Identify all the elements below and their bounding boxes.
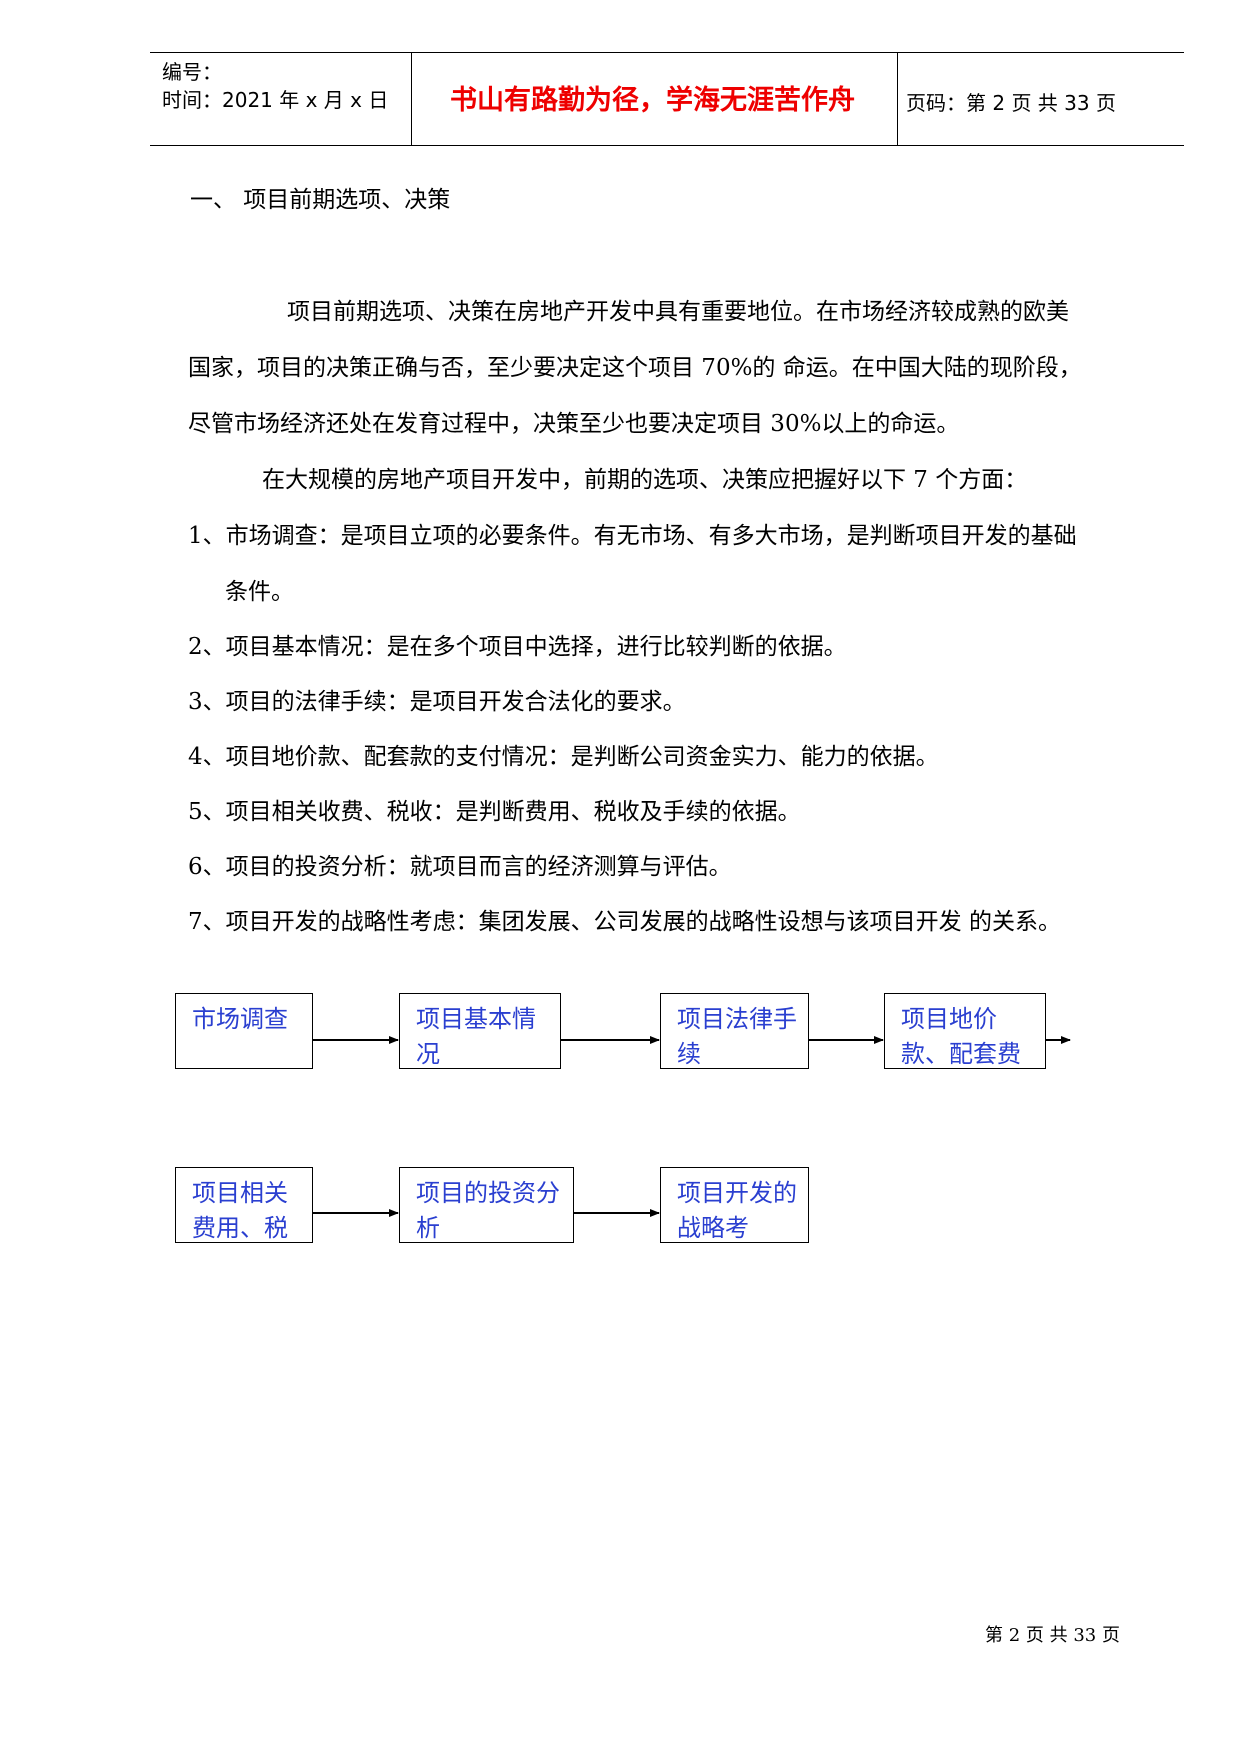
flow-box-fees-taxes: 项目相关费用、税 — [175, 1167, 313, 1243]
header-number-label: 编号： — [162, 60, 222, 84]
flow-box-strategy: 项目开发的战略考 — [660, 1167, 809, 1243]
header-motto: 书山有路勤为径，学海无涯苦作舟 — [450, 85, 855, 116]
flow-box-label: 项目法律手续 — [677, 1005, 797, 1068]
section-title: 一、 项目前期选项、决策 — [190, 187, 451, 213]
header-page-label: 页码：第 2 页 共 33 页 — [906, 91, 1116, 115]
flow-box-legal-procedures: 项目法律手续 — [660, 993, 809, 1069]
flow-box-project-basics: 项目基本情况 — [399, 993, 561, 1069]
flow-box-label: 项目开发的战略考 — [677, 1179, 797, 1242]
paragraph-2: 在大规模的房地产项目开发中，前期的选项、决策应把握好以下 7 个方面： — [262, 467, 1028, 493]
list-item-3: 3、项目的法律手续：是项目开发合法化的要求。 — [188, 689, 686, 715]
list-item-5: 5、项目相关收费、税收：是判断费用、税收及手续的依据。 — [188, 799, 801, 825]
list-item-1-continuation: 条件。 — [225, 579, 294, 605]
header-time-label: 时间：2021 年 x 月 x 日 — [162, 88, 389, 112]
paragraph-1-line-3: 尽管市场经济还处在发育过程中，决策至少也要决定项目 30%以上的命运。 — [188, 411, 960, 437]
flow-box-label: 项目的投资分析 — [416, 1179, 560, 1242]
header-top-rule — [150, 52, 1184, 53]
header-divider-left — [411, 52, 412, 145]
flow-box-label: 项目相关费用、税 — [192, 1179, 288, 1242]
list-item-2: 2、项目基本情况：是在多个项目中选择，进行比较判断的依据。 — [188, 634, 847, 660]
footer-page-number: 第 2 页 共 33 页 — [985, 1625, 1120, 1646]
flow-box-land-price: 项目地价款、配套费用 — [884, 993, 1046, 1069]
flow-box-label: 项目地价款、配套费用 — [901, 1005, 1021, 1068]
paragraph-1-line-2: 国家，项目的决策正确与否，至少要决定这个项目 70%的 命运。在中国大陆的现阶段… — [188, 355, 1082, 381]
list-item-6: 6、项目的投资分析：就项目而言的经济测算与评估。 — [188, 854, 732, 880]
list-item-4: 4、项目地价款、配套款的支付情况：是判断公司资金实力、能力的依据。 — [188, 744, 939, 770]
flow-box-label: 市场调查 — [192, 1005, 288, 1033]
flow-box-investment-analysis: 项目的投资分析 — [399, 1167, 574, 1243]
paragraph-1-line-1: 项目前期选项、决策在房地产开发中具有重要地位。在市场经济较成熟的欧美 — [287, 299, 1069, 325]
list-item-7: 7、项目开发的战略性考虑：集团发展、公司发展的战略性设想与该项目开发 的关系。 — [188, 909, 1061, 935]
flow-box-label: 项目基本情况 — [416, 1005, 536, 1068]
header-bottom-rule — [150, 145, 1184, 146]
flow-box-market-research: 市场调查 — [175, 993, 313, 1069]
header-divider-right — [897, 52, 898, 145]
list-item-1: 1、市场调查：是项目立项的必要条件。有无市场、有多大市场，是判断项目开发的基础 — [188, 523, 1077, 549]
